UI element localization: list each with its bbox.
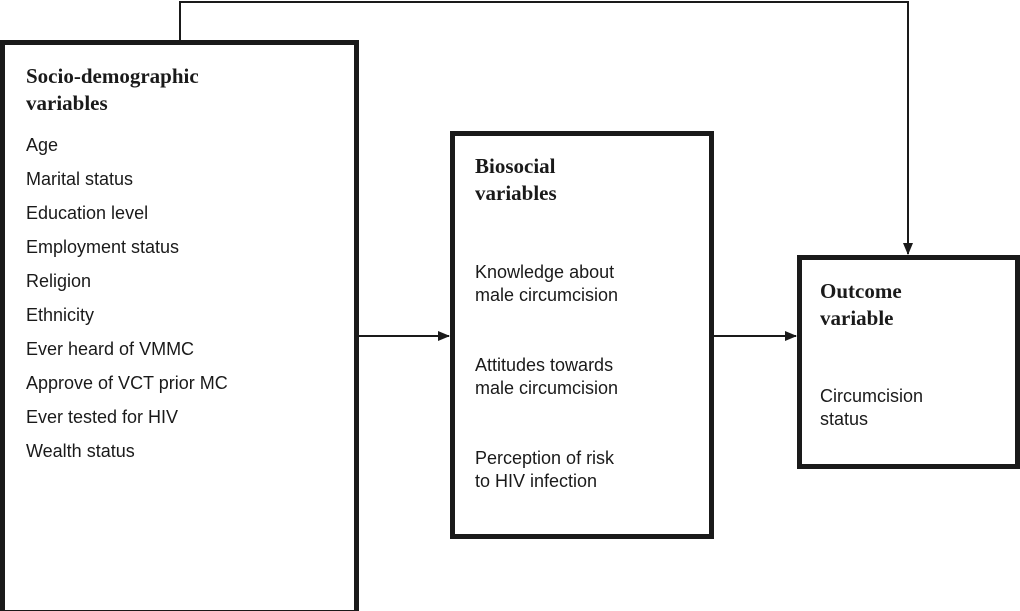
biosocial-title-line1: Biosocial [475,154,556,178]
outcome-box: Outcome variable Circumcision status [797,255,1020,469]
biosocial-attitudes-line2: male circumcision [475,378,619,398]
biosocial-box: Biosocial variables Knowledge about male… [450,131,714,539]
biosocial-risk-line1: Perception of risk [475,448,615,468]
outcome-item-line1: Circumcision [820,386,924,406]
outcome-title: Outcome variable [820,278,1010,332]
list-item-age: Age [26,135,59,155]
biosocial-title: Biosocial variables [475,153,705,207]
list-item-employment-status: Employment status [26,237,180,257]
socio-demographic-title: Socio-demographic variables [26,63,346,117]
socio-demographic-box: Socio-demographic variables Age Marital … [0,40,359,611]
outcome-title-line1: Outcome [820,279,902,303]
biosocial-knowledge-line2: male circumcision [475,285,619,305]
arrow-socio-to-outcome [179,1,913,255]
list-item-marital-status: Marital status [26,169,134,189]
outcome-item-line2: status [820,409,869,429]
biosocial-title-line2: variables [475,181,557,205]
biosocial-attitudes-line1: Attitudes towards [475,355,614,375]
list-item-heard-vmmc: Ever heard of VMMC [26,339,195,359]
biosocial-knowledge-line1: Knowledge about [475,262,615,282]
outcome-title-line2: variable [820,306,894,330]
list-item-tested-hiv: Ever tested for HIV [26,407,179,427]
socio-demographic-title-line1: Socio-demographic [26,64,199,88]
biosocial-risk-line2: to HIV infection [475,471,598,491]
list-item-religion: Religion [26,271,92,291]
socio-demographic-title-line2: variables [26,91,108,115]
list-item-wealth-status: Wealth status [26,441,135,461]
list-item-education-level: Education level [26,203,149,223]
list-item-ethnicity: Ethnicity [26,305,95,325]
list-item-approve-vct: Approve of VCT prior MC [26,373,228,393]
